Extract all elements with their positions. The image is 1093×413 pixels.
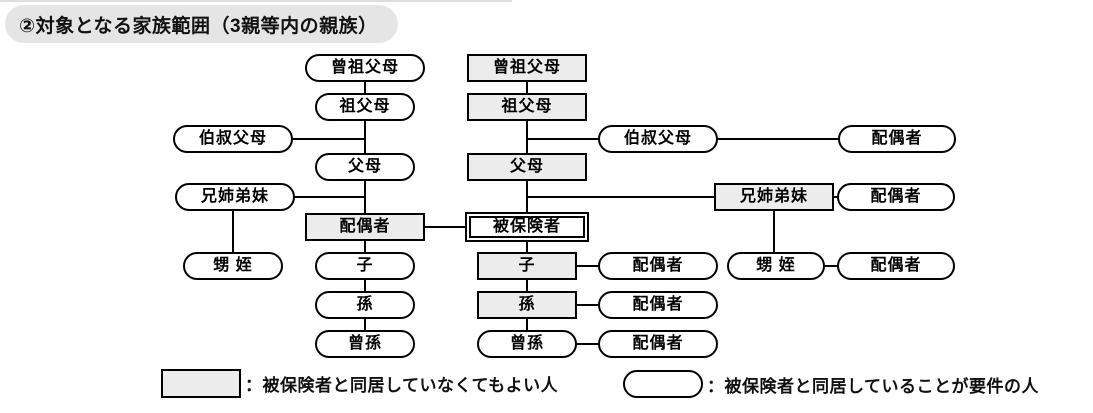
connector-line xyxy=(232,197,234,266)
legend-ellipse-swatch xyxy=(623,370,703,398)
node-spouse: 配偶者 xyxy=(305,213,425,241)
node-spouse-grandparents: 祖父母 xyxy=(315,93,415,121)
node-insured-grandparents: 祖父母 xyxy=(467,93,587,121)
legend-ellipse-label: ：被保険者と同居していることが要件の人 xyxy=(707,376,1039,396)
node-insured-uncles-aunts: 伯叔父母 xyxy=(598,125,718,153)
connector-line xyxy=(527,304,658,306)
connector-line xyxy=(364,68,366,344)
connector-line xyxy=(365,226,527,228)
node-insured-siblings: 兄姉弟妹 xyxy=(714,183,834,211)
node-spouse-nephews-nieces: 甥 姪 xyxy=(183,252,283,280)
node-nephews-nieces-spouse: 配偶者 xyxy=(837,252,955,280)
node-spouse-siblings: 兄姉弟妹 xyxy=(175,183,295,211)
node-insured: 被保険者 xyxy=(465,212,589,242)
legend-rect-label: ：被保険者と同居していなくてもよい人 xyxy=(245,376,559,395)
node-spouse-great-grandchildren: 曾孫 xyxy=(315,330,415,358)
node-children-spouse: 配偶者 xyxy=(598,252,718,280)
page-top-divider xyxy=(0,0,512,2)
connector-line xyxy=(527,265,658,267)
node-grandchildren-spouse: 配偶者 xyxy=(598,291,718,319)
node-uncles-aunts-spouse: 配偶者 xyxy=(838,125,956,153)
node-spouse-great-grandparents: 曾祖父母 xyxy=(305,54,425,82)
node-insured-great-grandchildren: 曾孫 xyxy=(477,330,577,358)
connector-line xyxy=(773,197,775,266)
node-insured-great-grandparents: 曾祖父母 xyxy=(467,54,587,82)
node-nephews-nieces: 甥 姪 xyxy=(727,252,825,280)
page-title: ②対象となる家族範囲（3親等内の親族） xyxy=(5,5,398,43)
connector-line xyxy=(235,196,365,198)
node-spouse-grandchildren: 孫 xyxy=(315,291,415,319)
connector-line xyxy=(774,265,896,267)
node-spouse-uncles-aunts: 伯叔父母 xyxy=(173,125,293,153)
node-insured-children: 子 xyxy=(477,252,577,280)
connector-line xyxy=(527,343,658,345)
legend-rect-swatch xyxy=(161,369,241,398)
connector-line xyxy=(526,68,528,344)
node-siblings-spouse: 配偶者 xyxy=(837,183,955,211)
node-spouse-parents: 父母 xyxy=(315,153,415,181)
legend-item-cohabiting: ：被保険者と同居していることが要件の人 xyxy=(623,370,1039,398)
node-spouse-children: 子 xyxy=(315,252,415,280)
node-insured-grandchildren: 孫 xyxy=(477,291,577,319)
connector-line xyxy=(527,196,896,198)
legend-item-non-cohabiting: ：被保険者と同居していなくてもよい人 xyxy=(161,369,558,398)
connector-line xyxy=(233,138,365,140)
node-great-grandchildren-spouse: 配偶者 xyxy=(598,330,718,358)
node-insured-parents: 父母 xyxy=(467,153,587,181)
